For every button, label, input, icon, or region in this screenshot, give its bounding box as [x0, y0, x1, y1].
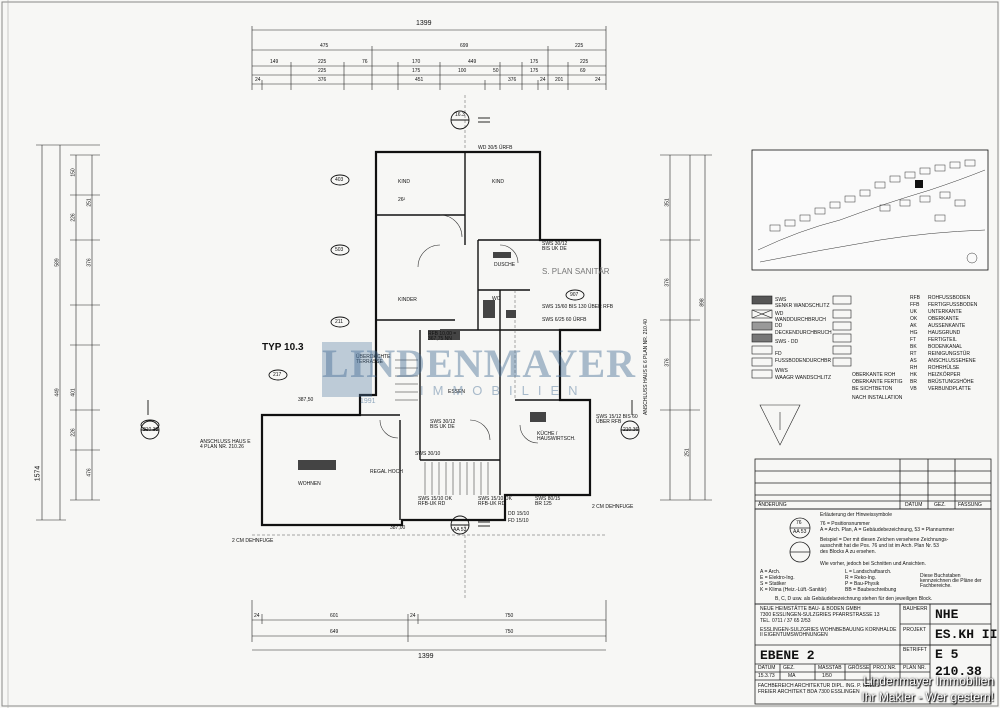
plan-number: 210.38: [935, 664, 982, 679]
bottom-total-dimension: 1399: [418, 653, 434, 660]
room-label: WC: [492, 296, 501, 302]
type-label: TYP 10.3: [262, 342, 304, 353]
projekt-value: ES.KH II: [935, 627, 998, 642]
left-total-dimension: 1574: [34, 465, 42, 482]
revision-header: FASSUNG: [958, 502, 982, 508]
room-label: ESSEN: [448, 389, 465, 395]
site-plan-thumbnail: [751, 149, 989, 271]
watermark-logo: [322, 342, 372, 397]
room-label: WOHNEN: [298, 481, 321, 487]
revision-header: ÄNDERUNG: [758, 502, 787, 508]
betrifft-value: E 5: [935, 647, 959, 662]
watermark-brand: LINDENMAYER: [322, 341, 637, 386]
watermark-year: 1991: [360, 398, 376, 405]
credit-line-2: Ihr Makler - Wer gestern!: [861, 690, 994, 704]
revision-header: DATUM: [905, 502, 923, 508]
room-label: DUSCHE: [494, 262, 516, 268]
room-label: KINDER: [398, 297, 417, 303]
room-label: REGAL HOCH: [370, 469, 403, 475]
room-label: KÜCHE / HAUSWIRTSCH.: [537, 431, 576, 442]
architect-address: FREIER ARCHITEKT BDA 7300 ESSLINGEN: [758, 689, 860, 695]
ebene-label: EBENE 2: [760, 648, 815, 663]
watermark-sub: IMMOBILIEN: [420, 383, 587, 398]
bauherr-value: NHE: [935, 607, 959, 622]
firm-name: NEUE HEIMSTÄTTE BAU- & BODEN GMBH: [760, 606, 861, 612]
room-area: 26²: [398, 197, 406, 203]
explanation-title: Erläuterung der Hinweissymbole: [820, 512, 892, 518]
room-label: KIND: [398, 179, 410, 185]
architect: FACHBEREICH ARCHITEKTUR DIPL. ING. P. KR…: [758, 683, 880, 689]
firm-phone: TEL. 0711 / 37 65 2/53: [760, 618, 811, 624]
firm-address: 7300 ESSLINGEN-SULZGRIES PFARRSTRASSE 13: [760, 612, 880, 618]
room-label: KIND: [492, 179, 504, 185]
top-total-dimension: 1399: [416, 20, 432, 27]
room-label: ÜBERDACHTE TERRASSE: [356, 354, 391, 365]
revision-header: GEZ.: [934, 502, 946, 508]
project-description: ESSLINGEN-SULZGRIES WOHNBEBAUUNG KORNHAL…: [760, 627, 897, 638]
credit-line-1: Lindenmayer Immobilien: [863, 674, 994, 688]
